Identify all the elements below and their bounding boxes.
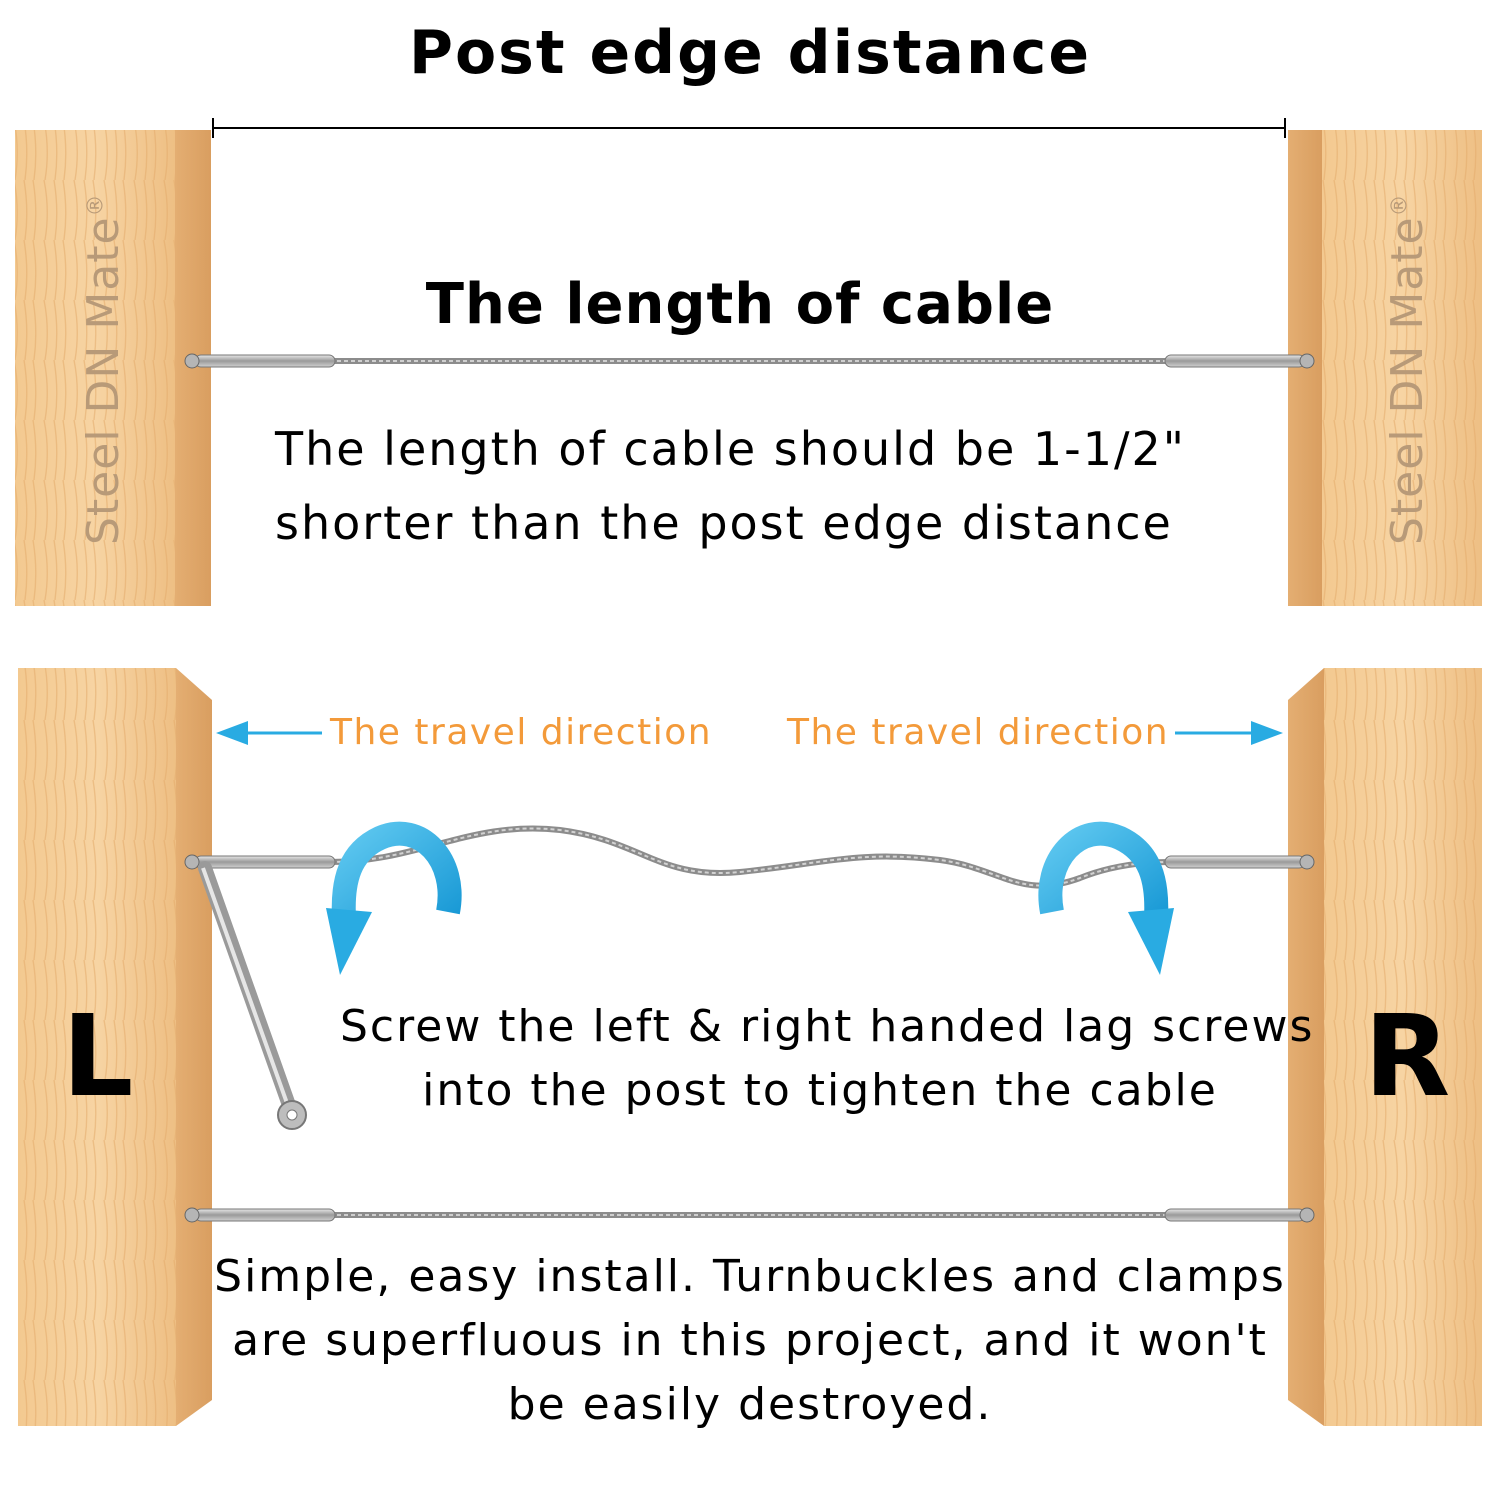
brand-name: Steel DN Mate bbox=[78, 216, 129, 545]
brand-watermark-right: Steel DN Mate® bbox=[1382, 193, 1433, 545]
slack-cable-assembly bbox=[184, 825, 1315, 889]
top-left-post bbox=[15, 130, 211, 606]
benefit-line-1: Simple, easy install. Turnbuckles and cl… bbox=[214, 1251, 1286, 1302]
right-post-label: R bbox=[1364, 992, 1451, 1122]
benefit-line-3: be easily destroyed. bbox=[507, 1379, 993, 1430]
travel-direction-right: The travel direction bbox=[787, 712, 1170, 753]
lag-screw-tool bbox=[198, 861, 307, 1130]
bottom-left-post bbox=[18, 668, 212, 1426]
screw-instruction: Screw the left & right handed lag screws… bbox=[340, 995, 1315, 1123]
bottom-cable-assembly bbox=[184, 1207, 1315, 1223]
dimension-line bbox=[212, 118, 1286, 138]
description-line-1: The length of cable should be 1-1/2" bbox=[275, 422, 1186, 476]
benefit-line-2: are superfluous in this project, and it … bbox=[232, 1315, 1268, 1366]
cable-length-heading: The length of cable bbox=[425, 272, 1055, 337]
benefit-text: Simple, easy install. Turnbuckles and cl… bbox=[200, 1245, 1300, 1437]
top-cable-assembly bbox=[184, 353, 1315, 369]
description-line-2: shorter than the post edge distance bbox=[275, 496, 1173, 550]
travel-arrow-left bbox=[216, 721, 322, 745]
brand-name: Steel DN Mate bbox=[1382, 216, 1433, 545]
brand-mark: ® bbox=[1387, 193, 1413, 217]
cable-length-description: The length of cable should be 1-1/2" sho… bbox=[275, 412, 1186, 560]
travel-arrow-right bbox=[1175, 721, 1283, 745]
travel-direction-left: The travel direction bbox=[330, 712, 713, 753]
screw-instruction-line-2: into the post to tighten the cable bbox=[422, 1065, 1218, 1116]
brand-watermark-left: Steel DN Mate® bbox=[78, 193, 129, 545]
rotate-arrow-right-icon bbox=[1038, 821, 1174, 975]
brand-mark: ® bbox=[83, 193, 109, 217]
left-post-label: L bbox=[62, 992, 134, 1122]
rotate-arrow-left-icon bbox=[326, 821, 462, 975]
screw-instruction-line-1: Screw the left & right handed lag screws bbox=[340, 1001, 1315, 1052]
bottom-right-post bbox=[1288, 668, 1482, 1426]
page-title: Post edge distance bbox=[408, 18, 1092, 88]
